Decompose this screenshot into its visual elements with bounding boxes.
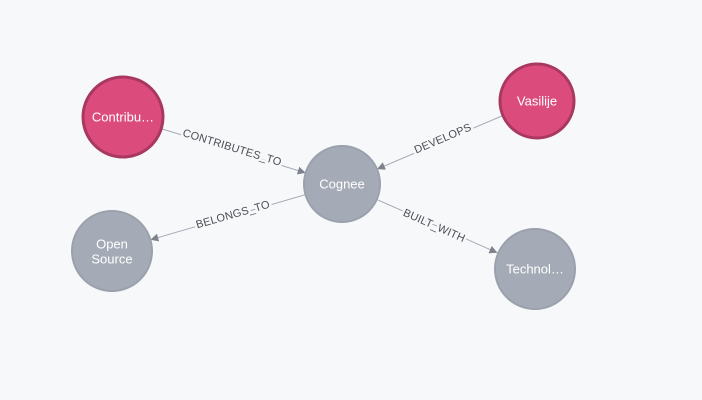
node-open-source[interactable]: Open Source bbox=[71, 210, 153, 292]
edge-contributes-to[interactable]: CONTRIBUTES_TO bbox=[162, 125, 306, 175]
node-circle-cognee[interactable] bbox=[303, 145, 381, 223]
node-contributor[interactable]: Contribu… bbox=[81, 75, 165, 159]
node-circle-open-source[interactable] bbox=[71, 210, 153, 292]
edge-built-with[interactable]: BUILT_WITH bbox=[376, 198, 498, 254]
node-vasilije[interactable]: Vasilije bbox=[498, 62, 576, 140]
node-circle-vasilije[interactable] bbox=[498, 62, 576, 140]
node-circle-technology[interactable] bbox=[494, 228, 576, 310]
node-circle-contributor[interactable] bbox=[81, 75, 165, 159]
edge-line-built-with[interactable] bbox=[376, 198, 498, 254]
edge-line-develops[interactable] bbox=[376, 115, 504, 170]
edge-line-belongs-to[interactable] bbox=[150, 194, 306, 242]
edge-label-built-with[interactable]: BUILT_WITH bbox=[399, 204, 470, 247]
edge-label-belongs-to[interactable]: BELONGS_TO bbox=[192, 196, 274, 234]
edge-label-develops[interactable]: DEVELOPS bbox=[410, 119, 476, 159]
edge-line-contributes-to[interactable] bbox=[162, 128, 306, 175]
edge-label-contributes-to[interactable]: CONTRIBUTES_TO bbox=[179, 125, 286, 172]
edge-develops[interactable]: DEVELOPS bbox=[376, 115, 504, 170]
node-cognee[interactable]: Cognee bbox=[303, 145, 381, 223]
edge-belongs-to[interactable]: BELONGS_TO bbox=[150, 194, 306, 242]
node-technology[interactable]: Technol… bbox=[494, 228, 576, 310]
